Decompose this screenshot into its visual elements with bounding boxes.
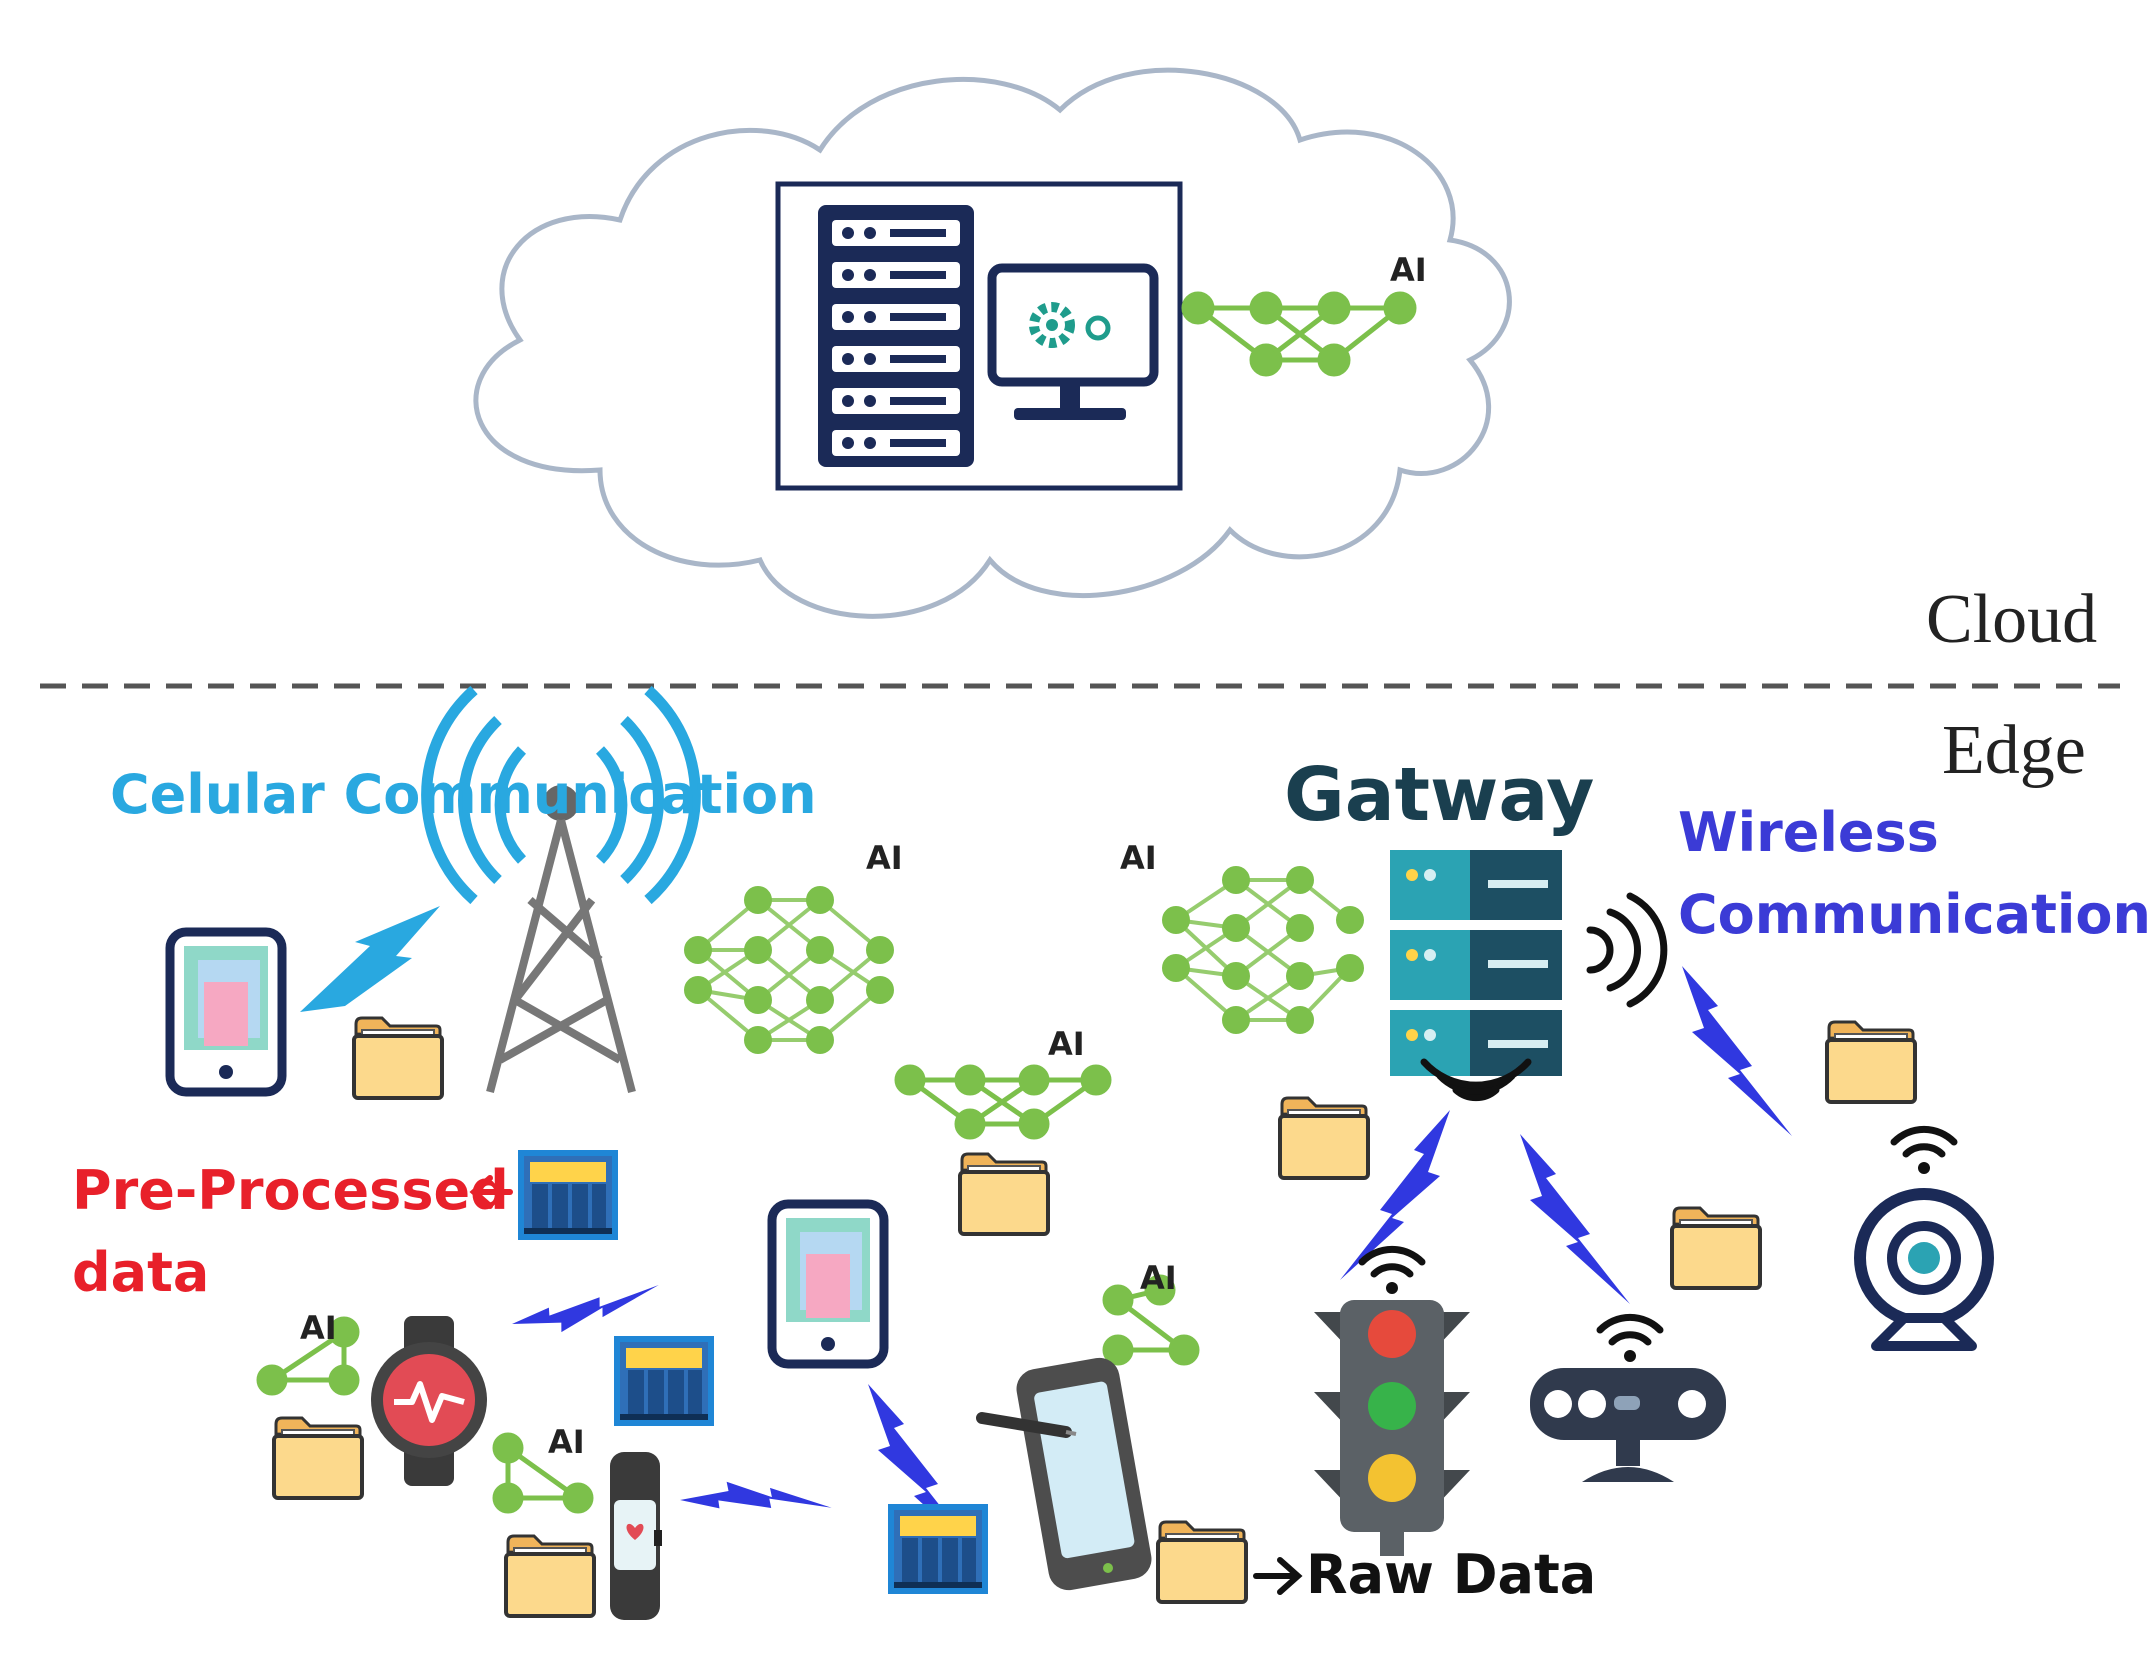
sensor-device-icon bbox=[1530, 1317, 1726, 1482]
watch-neural-network-icon bbox=[256, 1316, 360, 1396]
cloud-neural-network-icon bbox=[1181, 291, 1417, 377]
ai-tag: AI bbox=[1140, 1259, 1177, 1297]
traffic-light-icon bbox=[1314, 1249, 1470, 1556]
wireless-communication-label-line2: Communication bbox=[1678, 883, 2151, 946]
tiny-neural-network-icon bbox=[1102, 1274, 1200, 1366]
tablet-stylus-icon bbox=[976, 1357, 1152, 1591]
ai-tag: AI bbox=[866, 839, 903, 877]
raw-data-label: Raw Data bbox=[1306, 1543, 1597, 1606]
edge-layer-label: Edge bbox=[1942, 712, 2086, 789]
smartphone-icon bbox=[772, 1204, 884, 1364]
folder-icon bbox=[504, 1534, 596, 1618]
folder-icon bbox=[1670, 1206, 1762, 1290]
wireless-lightning-icon bbox=[1682, 966, 1792, 1136]
memory-chip-icon bbox=[888, 1504, 988, 1594]
raw-data-arrow-icon bbox=[1253, 1557, 1303, 1595]
cloud-layer-label: Cloud bbox=[1926, 581, 2098, 658]
ai-tag: AI bbox=[1390, 251, 1427, 289]
cell-tower-icon bbox=[421, 685, 701, 1094]
small-neural-network-icon bbox=[894, 1064, 1112, 1140]
cellular-lightning-icon bbox=[300, 906, 440, 1012]
folder-icon bbox=[272, 1416, 364, 1500]
wireless-communication-label-line1: Wireless bbox=[1678, 801, 1939, 864]
cellular-communication-label: Celular Communication bbox=[110, 763, 817, 826]
gateway-sensor-lightning-icon bbox=[1520, 1134, 1630, 1304]
ai-tag: AI bbox=[548, 1423, 585, 1461]
tower-neural-network-icon bbox=[684, 886, 894, 1054]
cloud-monitor-gear-icon bbox=[987, 263, 1159, 420]
folder-icon bbox=[1825, 1020, 1917, 1104]
gateway-signal-down-icon bbox=[1420, 1058, 1532, 1102]
band-phone-lightning-icon bbox=[680, 1436, 832, 1572]
preprocessed-data-label-line2: data bbox=[72, 1241, 210, 1304]
band-neural-network-icon bbox=[492, 1432, 594, 1514]
ai-tag: AI bbox=[300, 1309, 337, 1347]
folder-icon bbox=[1278, 1096, 1370, 1180]
preprocessed-data-label-line1: Pre-Processed bbox=[72, 1159, 509, 1222]
ai-tag: AI bbox=[1048, 1025, 1085, 1063]
folder-icon bbox=[958, 1152, 1050, 1236]
fitness-band-icon bbox=[610, 1452, 662, 1620]
memory-chip-icon bbox=[518, 1150, 618, 1240]
webcam-icon bbox=[1854, 1129, 1994, 1351]
smartphone-icon bbox=[170, 932, 282, 1092]
gateway-signal-right-icon bbox=[1586, 892, 1668, 1008]
ai-tag: AI bbox=[1120, 839, 1157, 877]
gateway-label: Gatway bbox=[1284, 752, 1595, 838]
folder-icon bbox=[352, 1016, 444, 1100]
gateway-neural-network-icon bbox=[1162, 866, 1364, 1034]
folder-icon bbox=[1156, 1520, 1248, 1604]
cloud-server-rack-icon bbox=[818, 205, 974, 467]
gateway-server-icon bbox=[1390, 850, 1562, 1076]
memory-chip-icon bbox=[614, 1336, 714, 1426]
preprocessed-arrow-icon bbox=[469, 1175, 513, 1209]
smartwatch-icon bbox=[371, 1316, 487, 1486]
